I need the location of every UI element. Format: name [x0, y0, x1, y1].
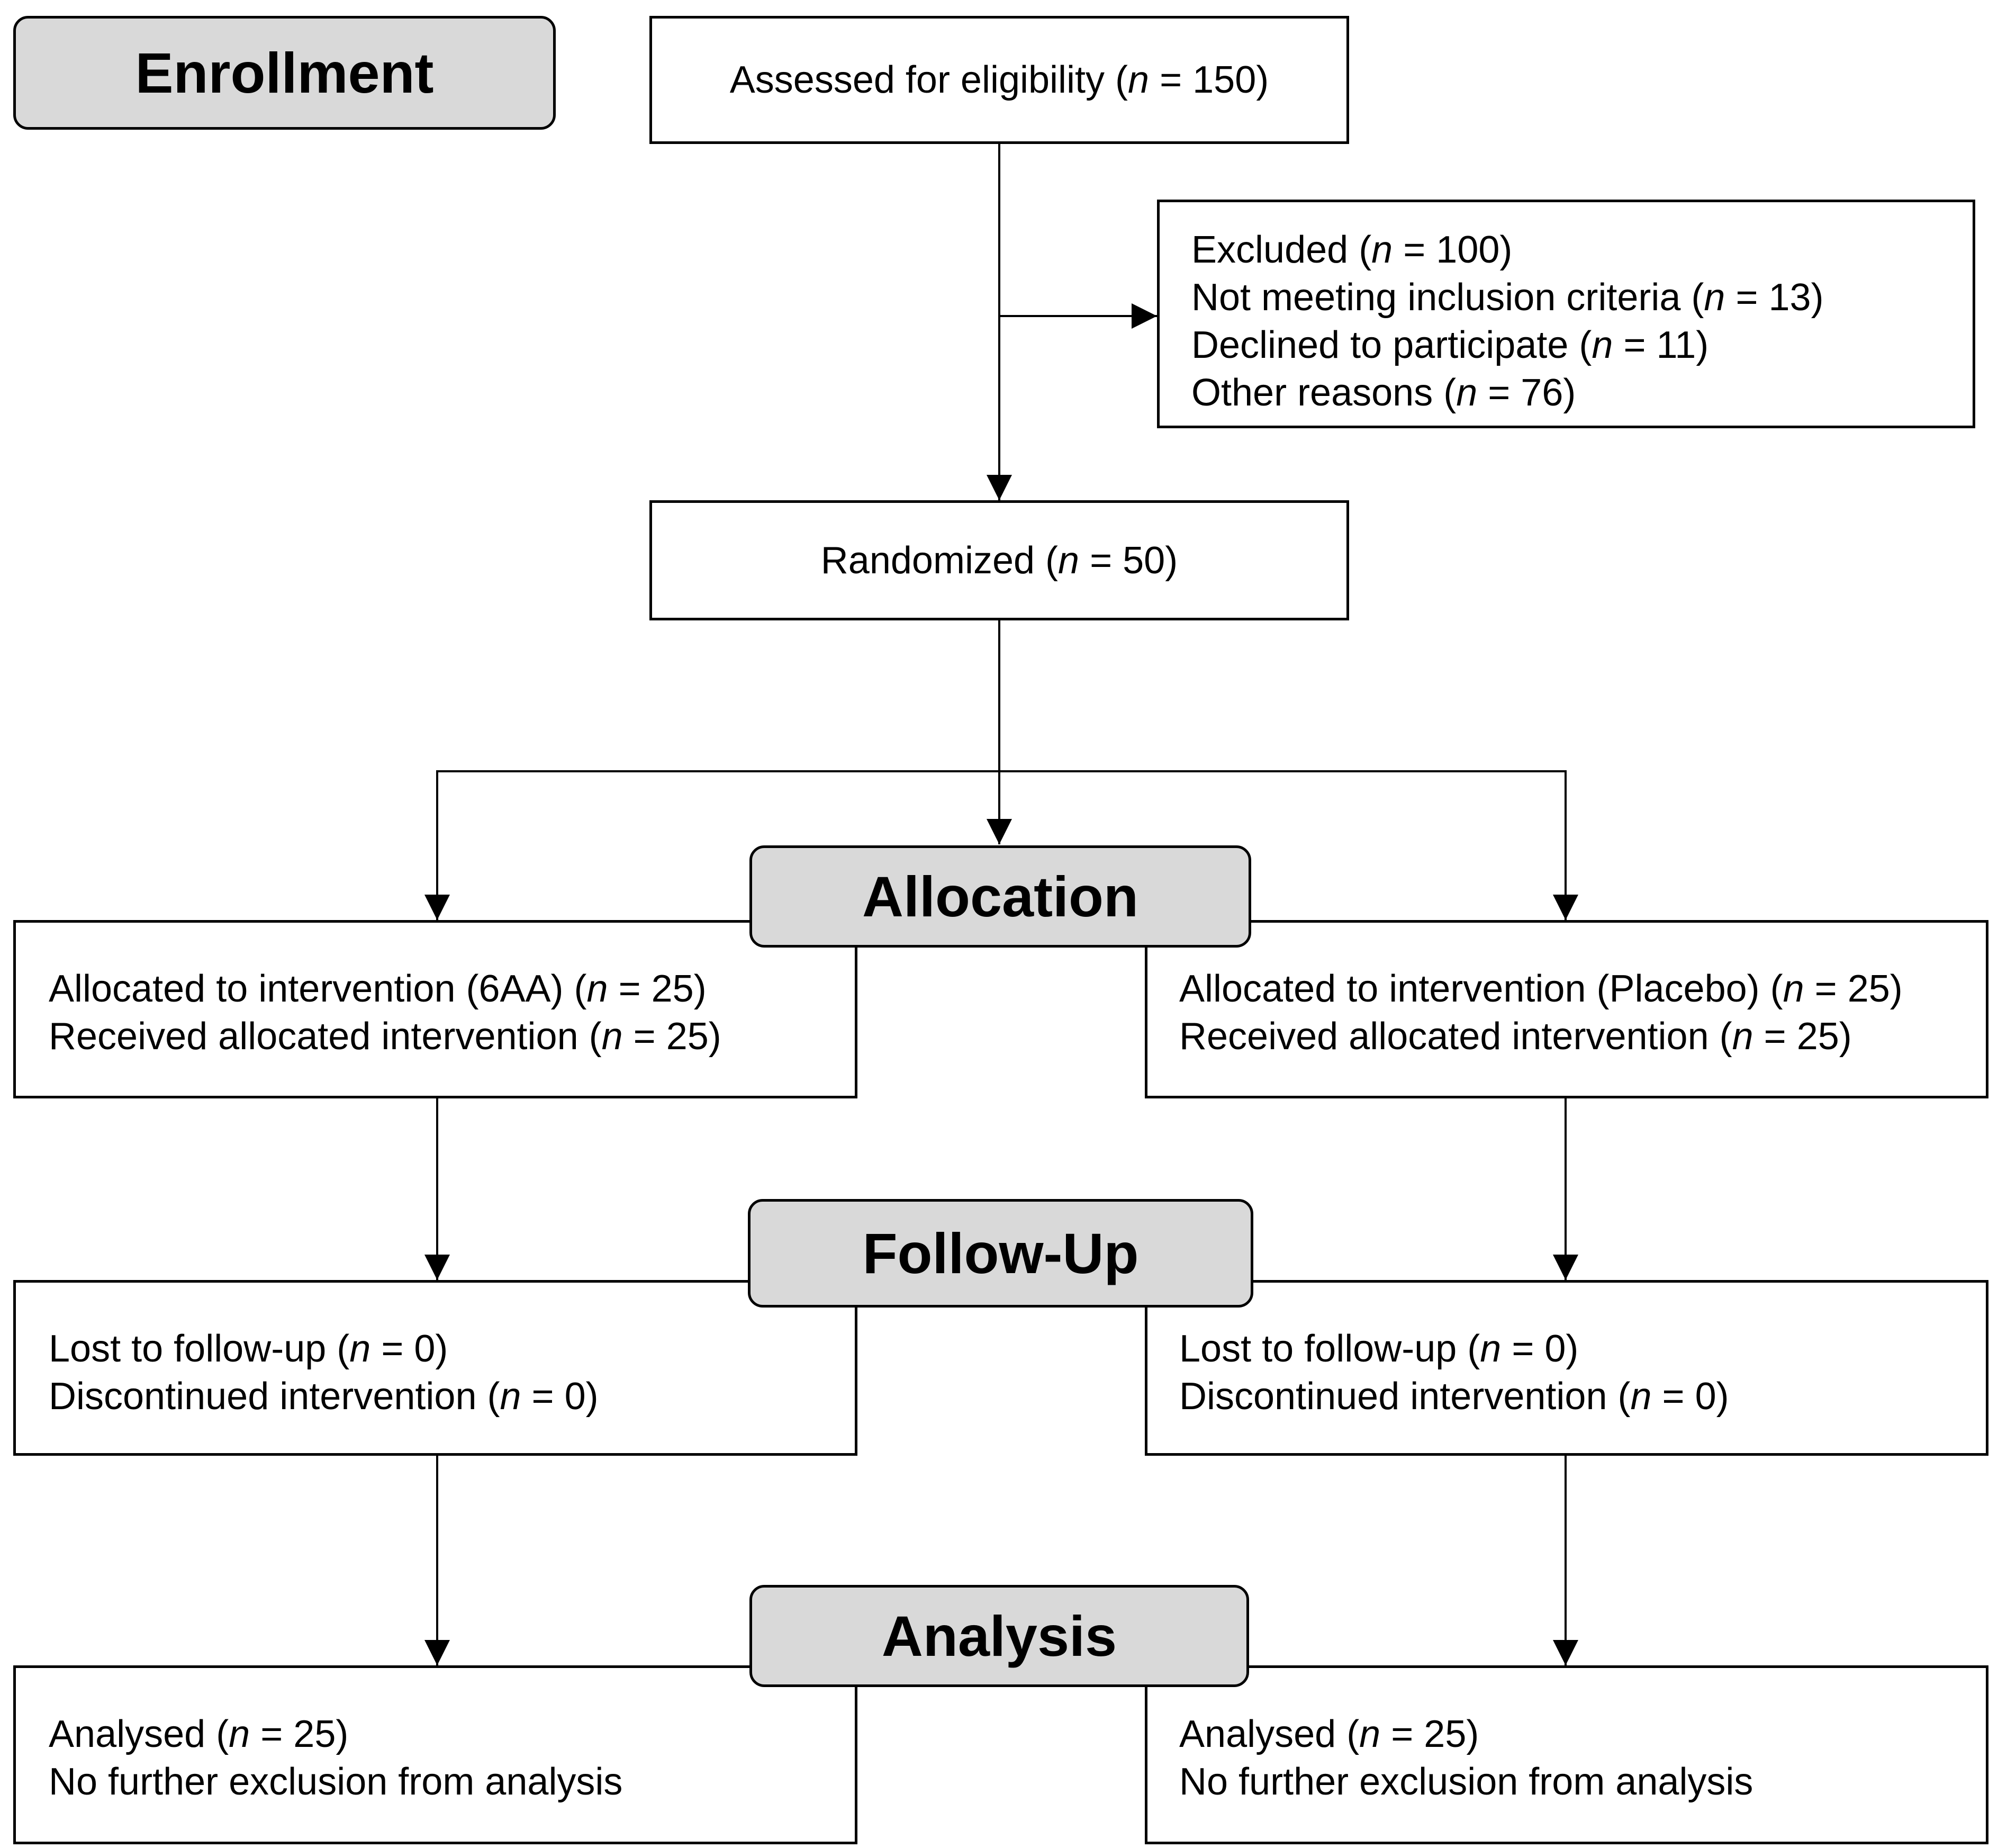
stage-followup-label: Follow-Up [862, 1221, 1139, 1285]
analysis-right-no-exclusion: No further exclusion from analysis [1179, 1761, 1753, 1803]
stage-enrollment-label: Enrollment [135, 41, 434, 105]
followup-left-discontinued: Discontinued intervention (n = 0) [49, 1375, 599, 1418]
excluded-other-reasons: Other reasons (n = 76) [1191, 372, 1576, 414]
followup-left-lost: Lost to follow-up (n = 0) [49, 1328, 448, 1370]
allocation-left-box: Allocated to intervention (6AA) (n = 25)… [13, 920, 857, 1098]
assessed-text: Assessed for eligibility (n = 150) [729, 59, 1269, 101]
stage-analysis-label: Analysis [881, 1604, 1117, 1668]
excluded-not-meeting-criteria: Not meeting inclusion criteria (n = 13) [1191, 276, 1824, 319]
analysis-right-box: Analysed (n = 25) No further exclusion f… [1145, 1665, 1988, 1844]
assessed-box: Assessed for eligibility (n = 150) [649, 16, 1349, 144]
randomized-text: Randomized (n = 50) [820, 539, 1178, 582]
analysis-right-analysed: Analysed (n = 25) [1179, 1713, 1479, 1755]
allocation-right-box: Allocated to intervention (Placebo) (n =… [1145, 920, 1988, 1098]
analysis-left-box: Analysed (n = 25) No further exclusion f… [13, 1665, 857, 1844]
stage-allocation-label: Allocation [862, 864, 1139, 928]
stage-enrollment: Enrollment [13, 16, 556, 130]
stage-analysis: Analysis [749, 1585, 1249, 1687]
excluded-declined: Declined to participate (n = 11) [1191, 324, 1709, 366]
analysis-left-analysed: Analysed (n = 25) [49, 1713, 349, 1755]
analysis-left-no-exclusion: No further exclusion from analysis [49, 1761, 623, 1803]
followup-right-lost: Lost to follow-up (n = 0) [1179, 1328, 1579, 1370]
allocation-left-received: Received allocated intervention (n = 25) [49, 1015, 721, 1058]
excluded-total: Excluded (n = 100) [1191, 229, 1513, 271]
stage-allocation: Allocation [749, 845, 1251, 948]
randomized-box: Randomized (n = 50) [649, 500, 1349, 620]
excluded-box: Excluded (n = 100) Not meeting inclusion… [1157, 200, 1975, 428]
followup-right-discontinued: Discontinued intervention (n = 0) [1179, 1375, 1729, 1418]
stage-followup: Follow-Up [748, 1199, 1253, 1308]
allocation-right-received: Received allocated intervention (n = 25) [1179, 1015, 1852, 1058]
followup-left-box: Lost to follow-up (n = 0) Discontinued i… [13, 1280, 857, 1456]
followup-right-box: Lost to follow-up (n = 0) Discontinued i… [1145, 1280, 1988, 1456]
connector-split-right [999, 770, 1578, 920]
allocation-left-allocated: Allocated to intervention (6AA) (n = 25) [49, 968, 707, 1010]
allocation-right-allocated: Allocated to intervention (Placebo) (n =… [1179, 968, 1903, 1010]
connector-split-left [424, 770, 999, 920]
